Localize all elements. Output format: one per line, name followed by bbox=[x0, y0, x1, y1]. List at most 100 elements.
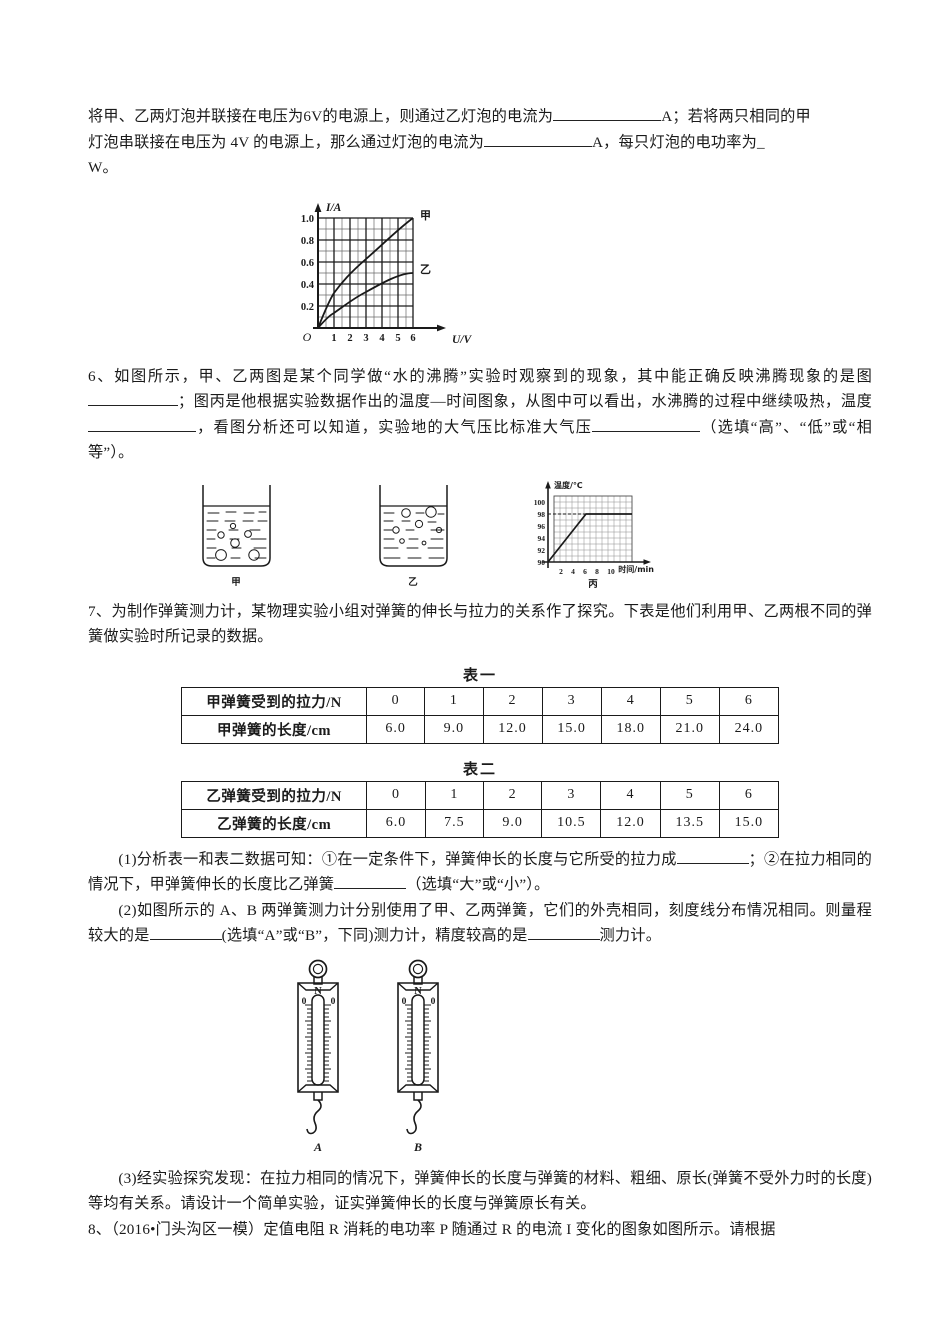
table1-row1-header: 甲弹簧受到的拉力/N bbox=[181, 686, 367, 716]
temp-xtick-6: 6 bbox=[583, 567, 587, 576]
table2-r2-c1: 7.5 bbox=[424, 808, 485, 838]
table1-r1-c5: 5 bbox=[659, 686, 720, 716]
table1-r2-c5: 21.0 bbox=[659, 714, 720, 744]
temp-ytick-92: 92 bbox=[538, 546, 546, 555]
table2-r1-c0: 0 bbox=[366, 780, 426, 810]
table2-r2-c5: 13.5 bbox=[659, 808, 720, 838]
iu-xtick-6: 6 bbox=[410, 333, 415, 344]
table-two-title: 表二 bbox=[462, 761, 497, 778]
beaker-caption-jia: 甲 bbox=[231, 577, 241, 588]
spring-scale-caption-a: A bbox=[313, 1140, 322, 1154]
q6-seg4-text: （选填“高”、“低”或“相等”）。 bbox=[88, 418, 872, 462]
table1-r2-c4: 18.0 bbox=[600, 714, 661, 744]
temp-xtick-10: 10 bbox=[607, 567, 615, 576]
table-row: 甲弹簧的长度/cm 6.0 9.0 12.0 15.0 18.0 21.0 24… bbox=[181, 714, 780, 744]
table-row: 乙弹簧受到的拉力/N 0 1 2 3 4 5 6 bbox=[180, 780, 780, 810]
q6-seg2-text: ；图丙是他根据实验数据作出的温度—时间图象，从图中可以看出，水沸腾的过程中继续吸… bbox=[178, 393, 872, 410]
figure-current-voltage-graph: 1.0 0.8 0.6 0.4 0.2 1 2 3 4 5 6 O I/A U/… bbox=[280, 193, 485, 348]
spring-scales-svg: N 0 0 bbox=[297, 959, 439, 1154]
table2-r1-c4: 4 bbox=[600, 780, 661, 810]
temp-xtick-2: 2 bbox=[559, 567, 563, 576]
table1-r2-c1: 9.0 bbox=[424, 714, 484, 744]
table-row: 甲弹簧受到的拉力/N 0 1 2 3 4 5 6 bbox=[181, 686, 780, 716]
spring-data-table-two: 乙弹簧受到的拉力/N 0 1 2 3 4 5 6 乙弹簧的长度/cm 6.0 7… bbox=[180, 780, 780, 838]
table1-r1-c3: 3 bbox=[541, 686, 602, 716]
q7-sub1-blank-1[interactable] bbox=[676, 862, 749, 864]
table1-r2-c0: 6.0 bbox=[365, 714, 426, 744]
scale-a-zero-right: 0 bbox=[331, 997, 336, 1007]
table1-r2-c2: 12.0 bbox=[482, 714, 543, 744]
table2-r1-c2: 2 bbox=[482, 780, 543, 810]
question-6-text: 6、如图所示，甲、乙两图是某个同学做“水的沸腾”实验时观察到的现象，其中能正确反… bbox=[88, 364, 872, 466]
temp-ytick-94: 94 bbox=[538, 534, 546, 543]
iu-x-axis-label: U/V bbox=[452, 334, 473, 346]
q5-line2-text: 灯泡串联接在电压为 4V 的电源上，那么通过灯泡的电流为 bbox=[88, 133, 484, 151]
q5-unit2-text: A，每只灯泡的电功率为_ bbox=[591, 133, 765, 151]
q7-sub1-blank-2[interactable] bbox=[334, 888, 407, 889]
q5-unit1-text: A；若将两只相同的甲 bbox=[661, 108, 811, 125]
iu-origin-label: O bbox=[303, 330, 312, 344]
scale-a-zero-left: 0 bbox=[302, 997, 307, 1007]
table1-row2-header: 甲弹簧的长度/cm bbox=[181, 714, 367, 744]
beaker-yi bbox=[379, 484, 448, 567]
q6-blank-3[interactable] bbox=[592, 430, 701, 432]
q6-seg3-text: ，看图分析还可以知道，实验地的大气压比标准大气压 bbox=[196, 418, 593, 436]
table2-r2-c6: 15.0 bbox=[718, 808, 780, 838]
figure-spring-scales: N 0 0 bbox=[274, 957, 494, 1157]
iu-curve-label-yi: 乙 bbox=[420, 263, 431, 276]
q7-sub1-c-text: （选填“大”或“小”）。 bbox=[406, 876, 550, 893]
beaker-jia bbox=[202, 484, 271, 567]
table-one-title: 表一 bbox=[462, 667, 497, 684]
question-5-text: 将甲、乙两灯泡并联接在电压为6V的电源上，则通过乙灯泡的电流为 A；若将两只相同的… bbox=[88, 104, 872, 181]
q7-sub1-b-text: ；②在拉力相同的情况下，甲弹簧伸长的长度比乙弹簧 bbox=[88, 850, 872, 894]
iu-curve-label-jia: 甲 bbox=[420, 209, 431, 222]
q6-blank-1[interactable] bbox=[88, 405, 178, 406]
beaker-caption-yi: 乙 bbox=[408, 577, 418, 588]
table2-r2-c4: 12.0 bbox=[600, 808, 661, 838]
q5-blank-2[interactable] bbox=[483, 145, 592, 147]
temp-ytick-98: 98 bbox=[538, 510, 546, 519]
table2-r1-c1: 1 bbox=[424, 780, 485, 810]
scale-b-unit: N bbox=[414, 986, 422, 997]
temp-xtick-4: 4 bbox=[571, 567, 575, 576]
figure-boiling-experiment: 100 98 96 94 92 90 2 4 6 8 10 温度/℃ 时间/mi… bbox=[188, 480, 688, 590]
temperature-time-graph: 100 98 96 94 92 90 2 4 6 8 10 温度/℃ 时间/mi… bbox=[534, 480, 655, 576]
document-body: 将甲、乙两灯泡并联接在电压为6V的电源上，则通过乙灯泡的电流为 A；若将两只相同的… bbox=[88, 104, 872, 1242]
q5-line1-text: 将甲、乙两灯泡并联接在电压为6V的电源上，则通过乙灯泡的电流为 bbox=[88, 108, 554, 125]
q5-blank-1[interactable] bbox=[553, 120, 662, 121]
table2-r2-c2: 9.0 bbox=[482, 808, 543, 838]
iu-ytick-3: 0.6 bbox=[301, 258, 314, 269]
q7-sub2-blank-2[interactable] bbox=[527, 939, 600, 940]
graph-caption-bing: 丙 bbox=[588, 579, 598, 590]
scale-a-unit: N bbox=[314, 986, 322, 997]
boiling-figure-svg: 100 98 96 94 92 90 2 4 6 8 10 温度/℃ 时间/mi… bbox=[202, 480, 655, 590]
spring-scale-b: N 0 0 bbox=[397, 959, 439, 1134]
q6-seg1-text: 6、如图所示，甲、乙两图是某个同学做“水的沸腾”实验时观察到的现象，其中能正确反… bbox=[88, 367, 872, 385]
table2-row2-header: 乙弹簧的长度/cm bbox=[180, 808, 368, 838]
iu-xtick-5: 5 bbox=[395, 333, 400, 344]
table-row: 乙弹簧的长度/cm 6.0 7.5 9.0 10.5 12.0 13.5 15.… bbox=[180, 808, 780, 838]
iu-xtick-2: 2 bbox=[347, 333, 352, 344]
spring-scale-caption-b: B bbox=[413, 1140, 422, 1154]
table1-r1-c0: 0 bbox=[365, 686, 426, 716]
q7-sub2-b-text: (选填“A”或“B”，下同)测力计，精度较高的是 bbox=[221, 927, 528, 944]
q7-sub2-blank-1[interactable] bbox=[149, 939, 222, 940]
question-7-intro: 7、为制作弹簧测力计，某物理实验小组对弹簧的伸长与拉力的关系作了探究。下表是他们… bbox=[88, 602, 872, 646]
question-7-sub-1: (1)分析表一和表二数据可知：①在一定条件下，弹簧伸长的长度与它所受的拉力成；②… bbox=[88, 847, 872, 898]
question-7-sub-2: (2)如图所示的 A、B 两弹簧测力计分别使用了甲、乙两弹簧，它们的外壳相同，刻… bbox=[88, 898, 872, 949]
temp-ytick-90: 90 bbox=[538, 558, 546, 567]
table1-r1-c6: 6 bbox=[718, 686, 780, 716]
table2-r1-c5: 5 bbox=[659, 780, 720, 810]
temp-y-axis-label: 温度/℃ bbox=[554, 480, 583, 490]
iu-ytick-4: 0.4 bbox=[301, 280, 315, 291]
q6-blank-2[interactable] bbox=[88, 430, 196, 432]
iu-ytick-5: 0.2 bbox=[301, 302, 314, 313]
table2-r2-c0: 6.0 bbox=[366, 808, 426, 838]
iu-xtick-4: 4 bbox=[379, 333, 385, 344]
iu-graph-svg: 1.0 0.8 0.6 0.4 0.2 1 2 3 4 5 6 O I/A U/… bbox=[301, 202, 473, 346]
q7-sub2-c-text: 测力计。 bbox=[599, 927, 662, 944]
table2-r1-c6: 6 bbox=[718, 780, 780, 810]
q5-line3-text: W。 bbox=[88, 159, 118, 176]
spring-scale-a: N 0 0 bbox=[297, 959, 339, 1134]
